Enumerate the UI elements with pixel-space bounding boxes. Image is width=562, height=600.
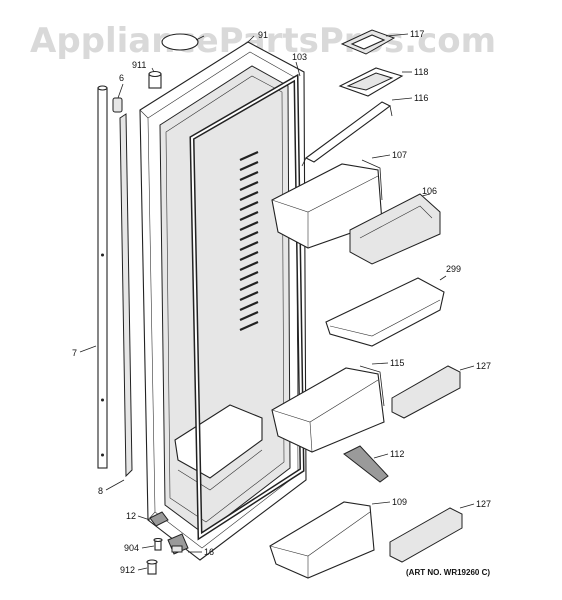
callout-117: 117: [410, 29, 424, 39]
callout-91: 91: [258, 30, 268, 40]
part-116-bar[interactable]: [301, 101, 393, 167]
leader-lines: [79, 33, 475, 571]
part-118-housing[interactable]: [338, 67, 404, 97]
callout-115: 115: [390, 358, 404, 368]
callout-116: 116: [414, 93, 428, 103]
part-109-bin[interactable]: [269, 501, 375, 579]
callout-labels: 6 7 8 911 91 103 117 118 116 107 106 299…: [72, 29, 491, 575]
part-127-cover-upper[interactable]: [391, 365, 461, 419]
part-107-bin[interactable]: [271, 159, 383, 249]
callout-112: 112: [390, 449, 404, 459]
part-112-clip[interactable]: [343, 445, 389, 483]
part-106-cover[interactable]: [349, 193, 441, 265]
callout-7: 7: [72, 348, 77, 358]
part-911-bushing[interactable]: [148, 70, 162, 89]
part-16-hinge[interactable]: [167, 533, 189, 555]
callout-106: 106: [422, 186, 437, 196]
callout-109: 109: [392, 497, 407, 507]
callout-107: 107: [392, 150, 407, 160]
liner-ribs: [239, 150, 259, 332]
part-912-pin[interactable]: [146, 559, 158, 575]
callout-127-lower: 127: [476, 499, 491, 509]
callout-118: 118: [414, 67, 428, 77]
callout-911: 911: [132, 60, 146, 70]
part-904-screw[interactable]: [153, 537, 163, 551]
part-6-cap[interactable]: [112, 97, 123, 113]
part-115-bin[interactable]: [271, 365, 385, 453]
callout-8: 8: [98, 486, 103, 496]
callout-12: 12: [126, 511, 136, 521]
part-127-cover-lower[interactable]: [389, 507, 463, 563]
part-7-rod[interactable]: [97, 85, 108, 469]
callout-103: 103: [292, 52, 307, 62]
part-299-shelf[interactable]: [325, 277, 445, 347]
part-12-bracket[interactable]: [149, 511, 169, 527]
door-inner-liner[interactable]: [159, 65, 291, 535]
art-number: (ART NO. WR19260 C): [406, 568, 490, 577]
part-8-trim-strip[interactable]: [119, 113, 133, 478]
callout-6: 6: [119, 73, 124, 83]
callout-904: 904: [124, 543, 139, 553]
part-103-gasket[interactable]: [189, 73, 305, 541]
part-91-cover[interactable]: [161, 33, 199, 51]
callout-912: 912: [120, 565, 135, 575]
part-117-cover[interactable]: [340, 29, 396, 55]
callout-299: 299: [446, 264, 461, 274]
callout-16: 16: [204, 547, 214, 557]
callout-127-upper: 127: [476, 361, 491, 371]
